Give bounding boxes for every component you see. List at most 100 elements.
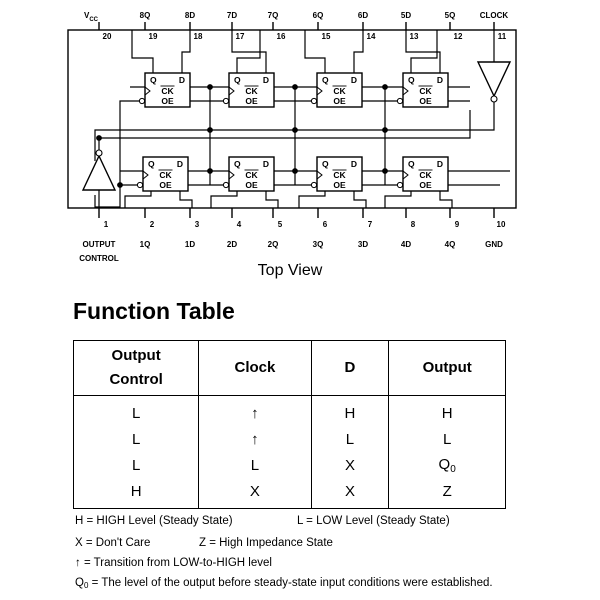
ff-q-label: Q (322, 159, 329, 169)
junction-dot (382, 84, 388, 90)
pin-label-top: 7Q (268, 11, 279, 20)
flip-flop-box (142, 156, 189, 192)
pin-label-bottom: 4D (401, 240, 411, 249)
header-clock: Clock (198, 340, 312, 396)
legend-high-z: Z = High Impedance State (199, 537, 333, 549)
pin-label-top: 8D (185, 11, 195, 20)
wire (124, 191, 152, 208)
wire (231, 30, 267, 73)
ff-oe-bubble (310, 181, 318, 189)
wire (304, 30, 326, 73)
table-cell: H (388, 395, 506, 426)
flip-flop-box (402, 72, 449, 108)
junction-dot (382, 168, 388, 174)
wire (439, 191, 453, 208)
legend-dont-care: X = Don't Care (75, 537, 151, 549)
pin-number-bottom: 2 (150, 220, 155, 229)
pin-label-top: 6D (358, 11, 368, 20)
pin-label-top: 5Q (445, 11, 456, 20)
ff-q-label: Q (408, 75, 415, 85)
ff-clock-triangle (228, 170, 235, 180)
table-cell: Z (388, 478, 506, 509)
junction-dot (382, 127, 388, 133)
pin-number-top: 12 (454, 32, 463, 41)
ff-q-label: Q (148, 159, 155, 169)
table-cell: L (388, 426, 506, 452)
ff-oe-label: OE (245, 180, 258, 190)
pin-number-bottom: 3 (195, 220, 200, 229)
pin-number-top: 20 (103, 32, 112, 41)
table-cell: ↑ (198, 395, 312, 426)
flip-flop-box (316, 156, 363, 192)
header-output-control: Output Control (72, 340, 200, 396)
ff-clock-triangle (316, 170, 323, 180)
ff-d-label: D (177, 159, 183, 169)
pin-label-bottom: 2D (227, 240, 237, 249)
junction-dot (207, 127, 213, 133)
pin-label-bottom: 4Q (445, 240, 456, 249)
pin-number-top: 18 (194, 32, 203, 41)
pin-number-bottom: 5 (278, 220, 283, 229)
ff-ck-label: CK (419, 170, 432, 180)
pin-label-bottom: 3D (358, 240, 368, 249)
ff-clock-triangle (144, 86, 151, 96)
table-cell: X (310, 478, 390, 509)
legend-line-2: X = Don't Care Z = High Impedance State (75, 537, 333, 549)
flip-flop-box (402, 156, 449, 192)
ff-clock-triangle (402, 170, 409, 180)
ff-oe-label: OE (419, 96, 432, 106)
ff-ck-label: CK (333, 170, 346, 180)
clock-buffer-bubble (490, 95, 498, 103)
ff-ck-label: CK (333, 86, 346, 96)
wire (236, 30, 261, 73)
table-cell: L (72, 452, 200, 478)
pin-number-top: 11 (498, 32, 507, 41)
ff-oe-label: OE (159, 180, 172, 190)
ff-ck-label: CK (245, 170, 258, 180)
ff-oe-bubble (222, 97, 230, 105)
ff-oe-label: OE (333, 180, 346, 190)
ff-d-label: D (437, 159, 443, 169)
flip-flop-box (144, 72, 191, 108)
junction-dot (292, 127, 298, 133)
table-cell: L (198, 452, 312, 478)
pin-label-top: 7D (227, 11, 237, 20)
ff-ck-label: CK (159, 170, 172, 180)
legend-low: L = LOW Level (Steady State) (297, 515, 450, 527)
pin-label-bottom: 2Q (268, 240, 279, 249)
clock-buffer (476, 61, 512, 98)
pin-number-bottom: 9 (455, 220, 460, 229)
flip-flop-box (316, 72, 363, 108)
pin-number-top: 17 (236, 32, 245, 41)
pin-diagram: VCC208Q198D187D177Q166Q156D145D135Q12CLO… (67, 11, 517, 263)
legend-q0-note: = The level of the output before steady-… (91, 577, 493, 589)
output-control-buffer (81, 154, 117, 191)
wire (131, 30, 154, 73)
table-cell: H (72, 478, 200, 509)
ff-d-label: D (351, 75, 357, 85)
table-cell: ↑ (198, 426, 312, 452)
ff-clock-triangle (316, 86, 323, 96)
junction-dot (292, 84, 298, 90)
ff-oe-bubble (136, 181, 144, 189)
wire (353, 30, 364, 73)
pin-label-bottom: OUTPUT (83, 240, 116, 249)
junction-dot (207, 168, 213, 174)
pin-label-top: CLOCK (480, 11, 509, 20)
ff-oe-label: OE (419, 180, 432, 190)
ff-q-label: Q (234, 159, 241, 169)
pin-label-bottom: 3Q (313, 240, 324, 249)
pin-label-bottom: GND (485, 240, 503, 249)
pin-label-top: 6Q (313, 11, 324, 20)
legend-transition: ↑ = Transition from LOW-to-HIGH level (75, 557, 272, 569)
header-d: D (310, 340, 390, 396)
